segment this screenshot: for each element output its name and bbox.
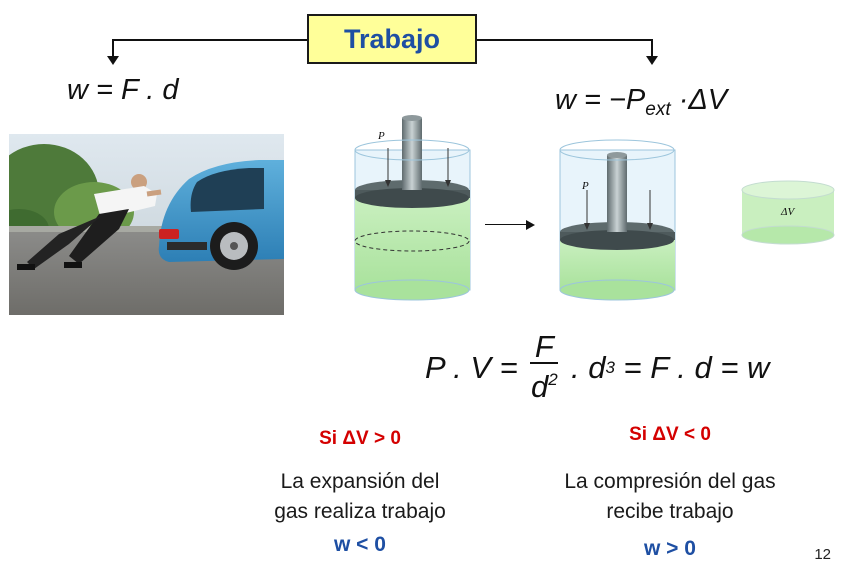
piston-cylinder-compressed: [559, 139, 676, 301]
formula-work-pressure-main: w = −P: [555, 84, 646, 116]
condition-expansion: Si ΔV > 0: [319, 428, 401, 449]
equation-rhs: = F . d = w: [614, 349, 770, 385]
formula-work-pressure-subscript: ext: [645, 99, 671, 120]
condition-compression: Si ΔV < 0: [629, 424, 711, 445]
compression-line-2: recibe trabajo: [606, 500, 734, 523]
slide-title: Trabajo: [307, 14, 477, 64]
formula-work-pressure: w = −Pext ·ΔV: [555, 84, 727, 121]
equation-middle: . d: [562, 349, 606, 385]
delta-v-volume-slab: [741, 180, 835, 245]
connector-left-horizontal: [113, 39, 307, 41]
fraction-denominator: d2: [531, 364, 558, 403]
denominator-base: d: [531, 369, 549, 404]
expansion-description: La expansión del gas realiza trabajo: [235, 467, 485, 527]
work-positive-result: w > 0: [644, 537, 696, 560]
expansion-line-2: gas realiza trabajo: [274, 500, 446, 523]
arrow-down-right: [646, 56, 658, 65]
denominator-exponent: 2: [548, 370, 558, 389]
connector-right-vertical: [651, 39, 653, 59]
connector-left-vertical: [112, 39, 114, 59]
process-arrow-head: [526, 220, 535, 230]
process-arrow-line: [485, 224, 527, 225]
equation-lhs: P . V =: [425, 349, 527, 385]
pressure-label-2: P: [582, 180, 589, 192]
equation-fraction: F d2: [530, 329, 559, 403]
equation-middle-exponent: 3: [605, 357, 615, 377]
delta-v-label: ΔV: [781, 206, 795, 218]
compression-line-1: La compresión del gas: [564, 470, 776, 493]
piston-cylinder-initial: [354, 115, 471, 301]
fraction-numerator: F: [534, 329, 554, 364]
arrow-down-left: [107, 56, 119, 65]
connector-right-horizontal: [477, 39, 652, 41]
man-pushing-car-photo: [9, 134, 284, 315]
pressure-label-1: P: [378, 130, 385, 142]
fraction-bar: [530, 362, 559, 364]
compression-description: La compresión del gas recibe trabajo: [525, 467, 815, 527]
work-negative-result: w < 0: [334, 533, 386, 556]
expansion-line-1: La expansión del: [280, 470, 440, 493]
page-number: 12: [814, 546, 831, 563]
formula-work-pressure-tail: ·ΔV: [670, 84, 728, 116]
formula-work-force: w = F . d: [67, 74, 179, 106]
